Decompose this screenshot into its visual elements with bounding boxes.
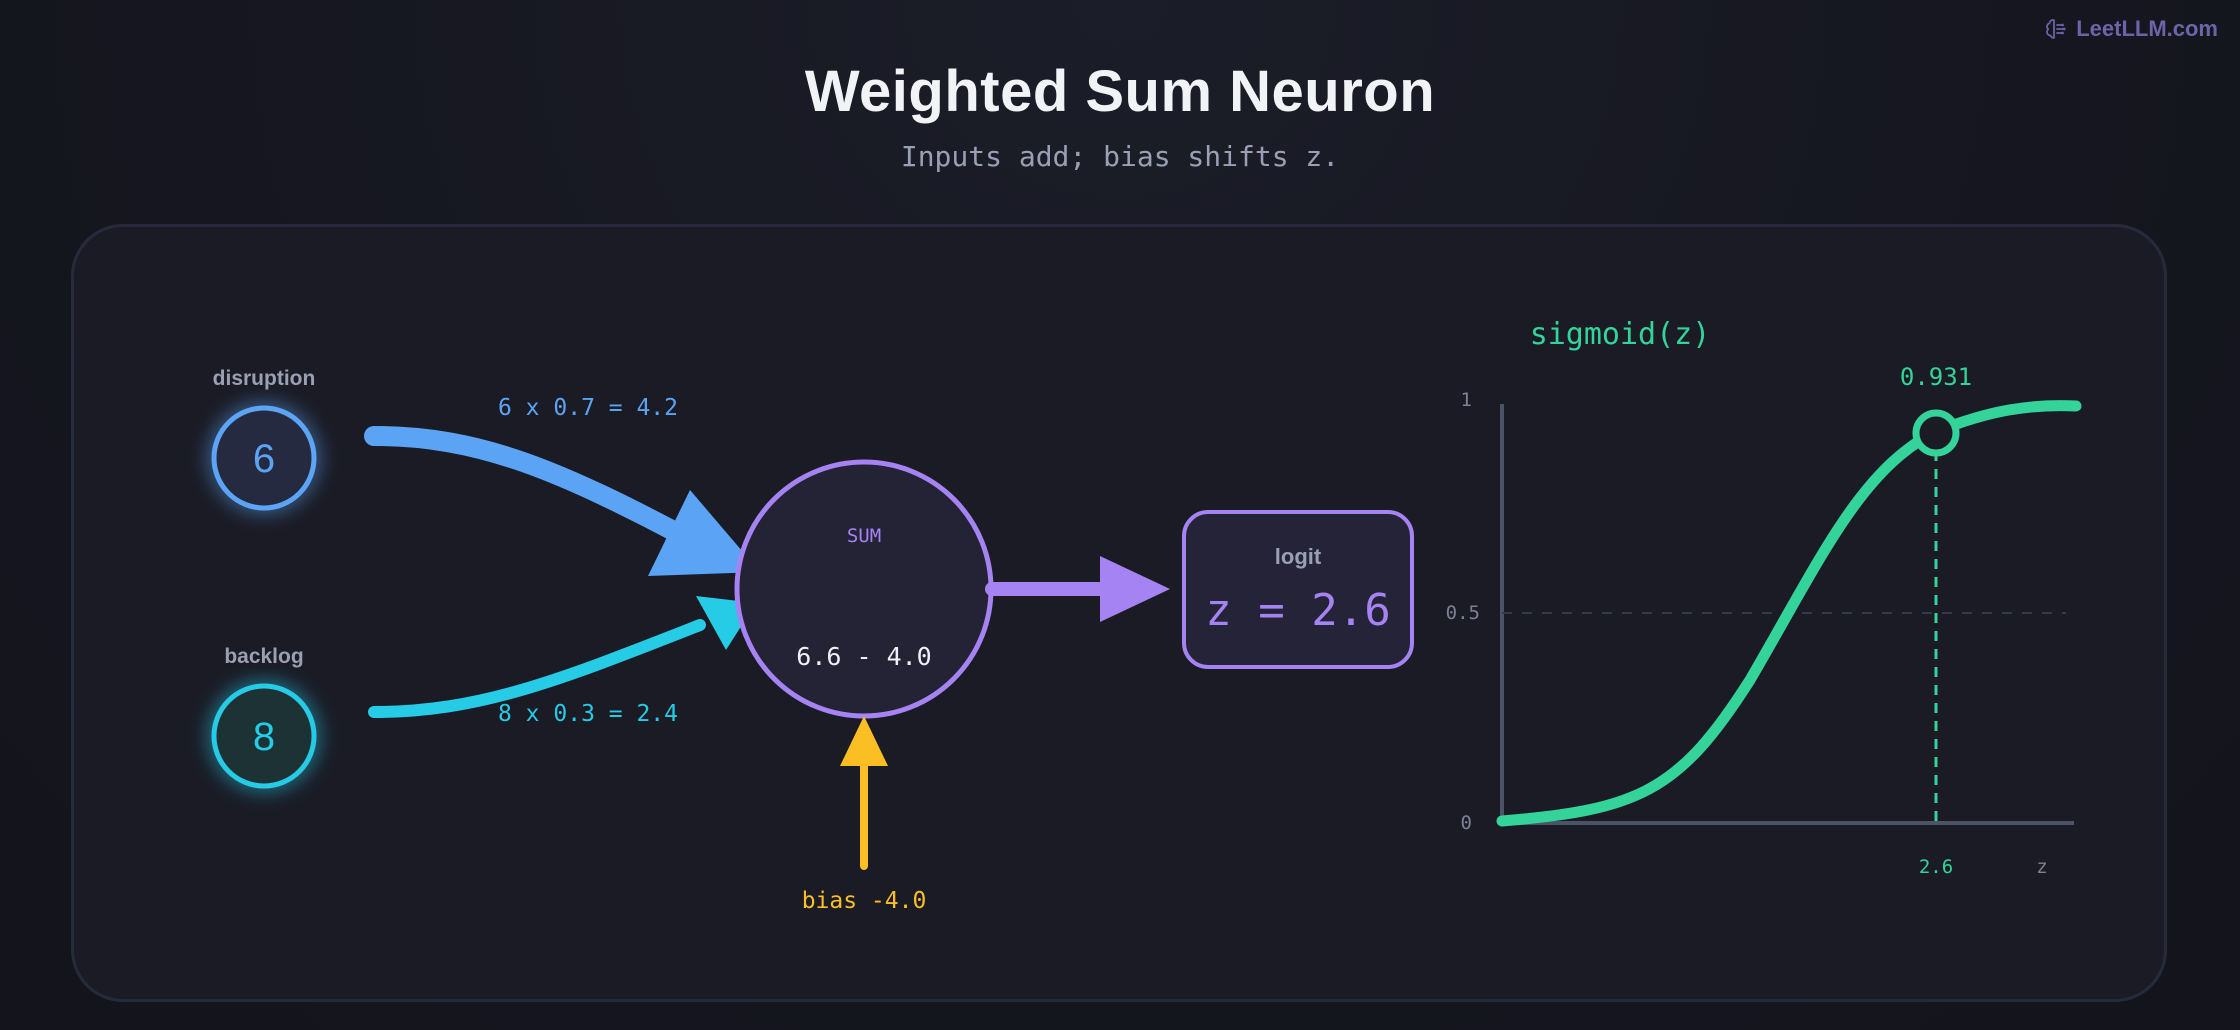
input-node-disruption[interactable] — [211, 405, 317, 511]
page-title: Weighted Sum Neuron — [804, 59, 1436, 124]
sum-label: SUM — [847, 525, 881, 547]
bias-label: bias -4.0 — [802, 888, 927, 914]
sigmoid-curve — [1496, 400, 2082, 827]
edge-backlog — [368, 619, 706, 718]
input-label-disruption: disruption — [213, 367, 316, 390]
logit-label: logit — [1275, 544, 1322, 569]
sigmoid-x-axis-label: z — [2036, 856, 2047, 878]
sigmoid-y-tick-1: 1 — [1461, 389, 1472, 411]
brand-name: LeetLLM.com — [2076, 16, 2218, 41]
brain-icon — [2046, 19, 2066, 39]
contribution-backlog: 8 x 0.3 = 2.4 — [498, 701, 678, 727]
edge-disruption-arrowhead — [648, 490, 760, 576]
sigmoid-point[interactable] — [1912, 409, 1960, 457]
sum-node[interactable] — [734, 459, 994, 719]
input-value-backlog: 8 — [253, 715, 275, 759]
input-label-backlog: backlog — [224, 645, 303, 668]
logit-box[interactable] — [1182, 510, 1414, 669]
logit-value: z = 2.6 — [1205, 585, 1390, 636]
input-node-backlog[interactable] — [211, 683, 317, 789]
logit-arrowhead — [1100, 556, 1170, 622]
sigmoid-point-value: 0.931 — [1900, 363, 1972, 391]
contribution-disruption: 6 x 0.7 = 4.2 — [498, 395, 678, 421]
sigmoid-y-tick-0: 0 — [1461, 812, 1472, 834]
sum-expression: 6.6 - 4.0 — [796, 642, 931, 671]
sigmoid-x-marker: 2.6 — [1919, 856, 1953, 878]
input-value-disruption: 6 — [253, 437, 275, 481]
sigmoid-title: sigmoid(z) — [1530, 317, 1711, 352]
edge-disruption — [364, 426, 710, 555]
page-subtitle: Inputs add; bias shifts z. — [900, 140, 1340, 173]
sigmoid-y-tick-half: 0.5 — [1446, 602, 1480, 624]
bias-arrowhead — [840, 716, 888, 766]
brand[interactable]: LeetLLM.com — [2044, 16, 2218, 42]
